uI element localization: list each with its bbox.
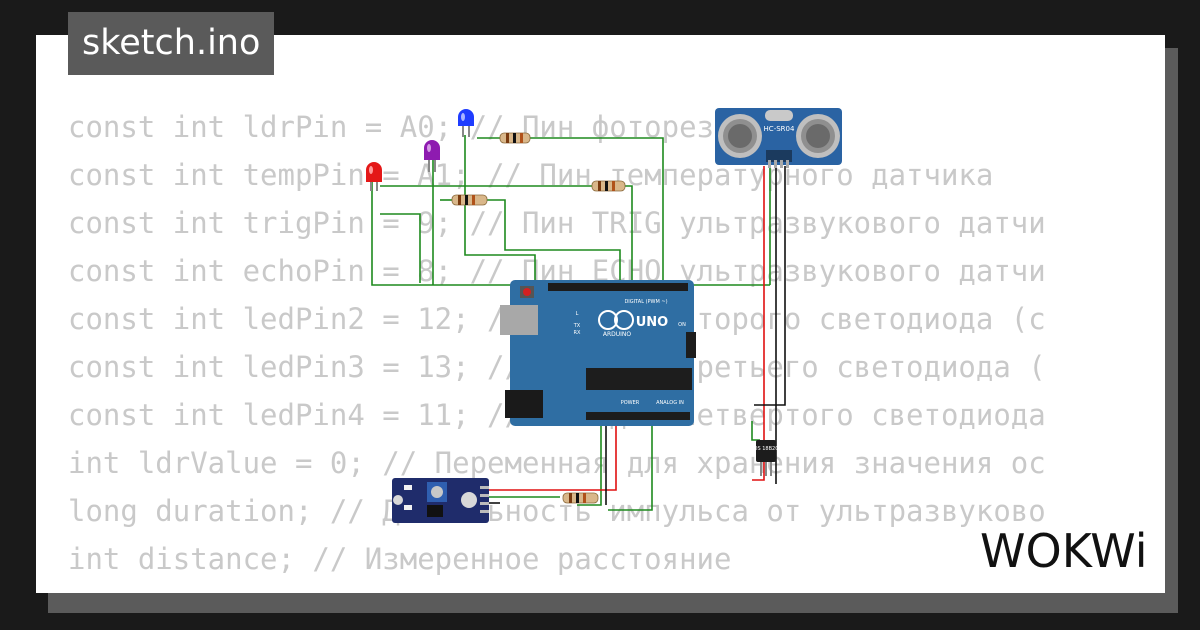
code-line: const int echoPin = 8; // Пин ECHO ультр… [68,254,1046,288]
board-brand: UNO [636,315,669,330]
led-purple [424,140,440,172]
rx-label: RX [574,330,581,336]
resistor [591,180,626,192]
wokwi-logo-mark: WOKWi [980,524,1147,578]
resistor [499,132,531,144]
code-preview: const int ldrPin = A0; // Пин фоторезист… [68,103,1133,593]
tx-label: TX [573,323,581,329]
code-line: int ldrValue = 0; // Переменная для хран… [68,446,1046,480]
ultrasonic-sensor: HC-SR04 [715,108,842,168]
arduino-uno-board: UNO ARDUINO DIGITAL (PWM ~) ANALOG IN PO… [500,280,696,426]
photoresistor-module [392,478,489,523]
power-label: POWER [621,400,640,406]
led-red [366,162,382,191]
temperature-sensor: DS 18B20 [754,440,779,476]
led-blue [458,109,474,137]
on-label: ON [678,322,686,328]
red-wires [488,166,765,491]
code-line: const int ledPin4 = 11; // Пин для четве… [68,398,1046,432]
logo-text: WOKWi [980,524,1147,578]
board-sublabel: ARDUINO [603,331,632,338]
file-tab[interactable]: sketch.ino [68,12,275,75]
ultrasonic-label: HC-SR04 [764,125,795,133]
black-wires [488,166,786,505]
l-label: L [576,311,579,317]
wokwi-logo[interactable]: WOKWi [978,522,1156,582]
code-line: int distance; // Измеренное расстояние [68,542,732,576]
analog-label: ANALOG IN [656,400,684,406]
resistor [451,194,488,206]
temp-sensor-label: DS 18B20 [754,446,779,452]
code-line: float temperature = 0; // Переменная для… [68,583,1133,593]
resistor [562,492,599,504]
digital-label: DIGITAL (PWM ~) [624,299,667,305]
code-line: const int trigPin = 9; // Пин TRIG ультр… [68,206,1046,240]
